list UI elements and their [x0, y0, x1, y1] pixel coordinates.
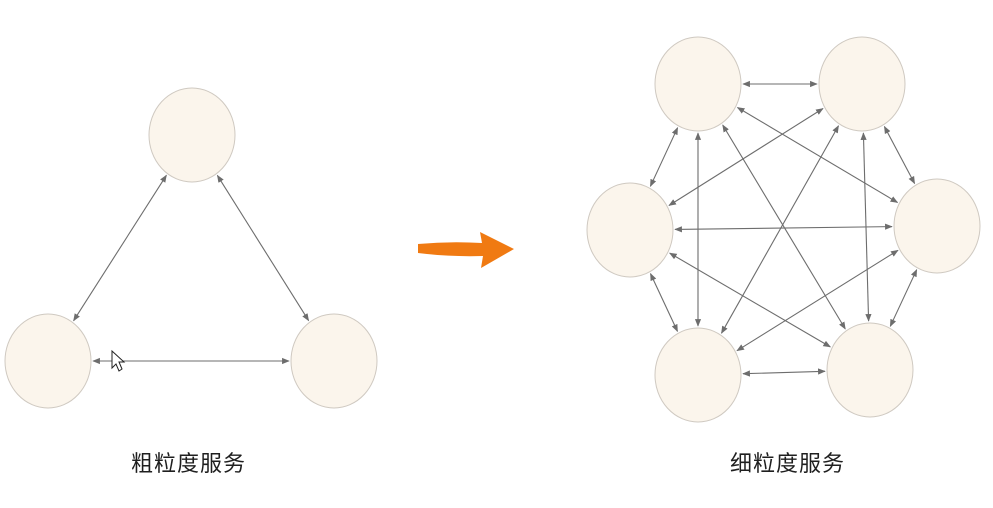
- fine-service-node-5: [654, 327, 742, 423]
- coarse-grained-caption: 粗粒度服务: [131, 452, 247, 477]
- coarse-service-node-1: [148, 87, 236, 183]
- fine-service-node-1: [654, 36, 742, 132]
- fine-edge-1-4: [721, 125, 839, 334]
- fine-edge-1-3: [883, 125, 916, 185]
- coarse-edge-0-2: [216, 174, 310, 322]
- fine-service-node-6: [826, 322, 914, 418]
- fine-service-node-4: [893, 178, 981, 274]
- fine-edge-3-4: [736, 249, 899, 352]
- fine-service-node-3: [586, 182, 674, 278]
- fine-edge-2-3: [674, 223, 893, 233]
- mouse-pointer-icon: [111, 349, 126, 372]
- orange-arrow-right-icon: [418, 232, 514, 268]
- fine-grained-graph: [586, 36, 981, 423]
- fine-edge-3-5: [889, 269, 918, 327]
- fine-service-node-2: [818, 36, 906, 132]
- fine-grained-caption: 细粒度服务: [730, 452, 846, 477]
- fine-edge-2-4: [650, 272, 678, 333]
- fine-edge-0-2: [649, 127, 679, 187]
- coarse-edge-0-1: [73, 174, 167, 322]
- fine-edge-4-5: [742, 368, 826, 377]
- coarse-grained-graph: [4, 87, 378, 409]
- coarse-service-node-2: [4, 313, 92, 409]
- coarse-service-node-3: [290, 313, 378, 409]
